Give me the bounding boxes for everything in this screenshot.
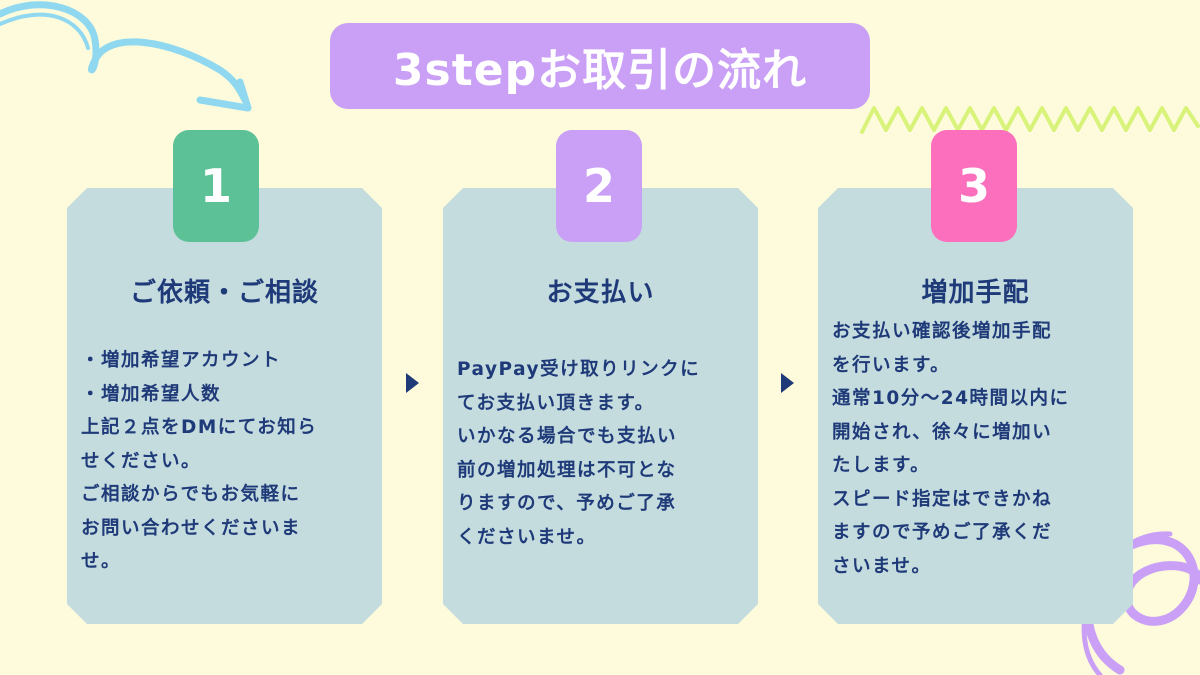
step-3-badge: 3: [931, 130, 1017, 242]
step-card-3: 増加手配 お支払い確認後増加手配 を行います。 通常10分～24時間以内に 開始…: [818, 188, 1133, 624]
step-card-1: ご依頼・ご相談 ・増加希望アカウント ・増加希望人数 上記２点をDMにてお知ら …: [67, 188, 382, 624]
page-title: 3stepお取引の流れ: [392, 45, 808, 96]
step-2-badge: 2: [556, 130, 642, 242]
step-1-badge: 1: [173, 130, 259, 242]
step-2-heading: お支払い: [546, 278, 655, 308]
curved-arrow-icon: [0, 1, 252, 112]
triangle-right-icon: [406, 373, 419, 393]
zigzag-line-icon: [860, 106, 1200, 134]
step-card-2: お支払い PayPay受け取りリンクに てお支払い頂きます。 いかなる場合でも支…: [443, 188, 758, 624]
step-3-description: お支払い確認後増加手配 を行います。 通常10分～24時間以内に 開始され、徐々…: [832, 321, 1070, 577]
step-1-heading: ご依頼・ご相談: [129, 278, 319, 308]
triangle-right-icon: [781, 373, 794, 393]
page-title-banner: 3stepお取引の流れ: [330, 23, 870, 109]
step-1-description: ・増加希望アカウント ・増加希望人数 上記２点をDMにてお知ら せください。 ご…: [81, 350, 318, 572]
step-3-heading: 増加手配: [921, 278, 1030, 308]
step-2-description: PayPay受け取りリンクに てお支払い頂きます。 いかなる場合でも支払い 前の…: [457, 359, 701, 548]
